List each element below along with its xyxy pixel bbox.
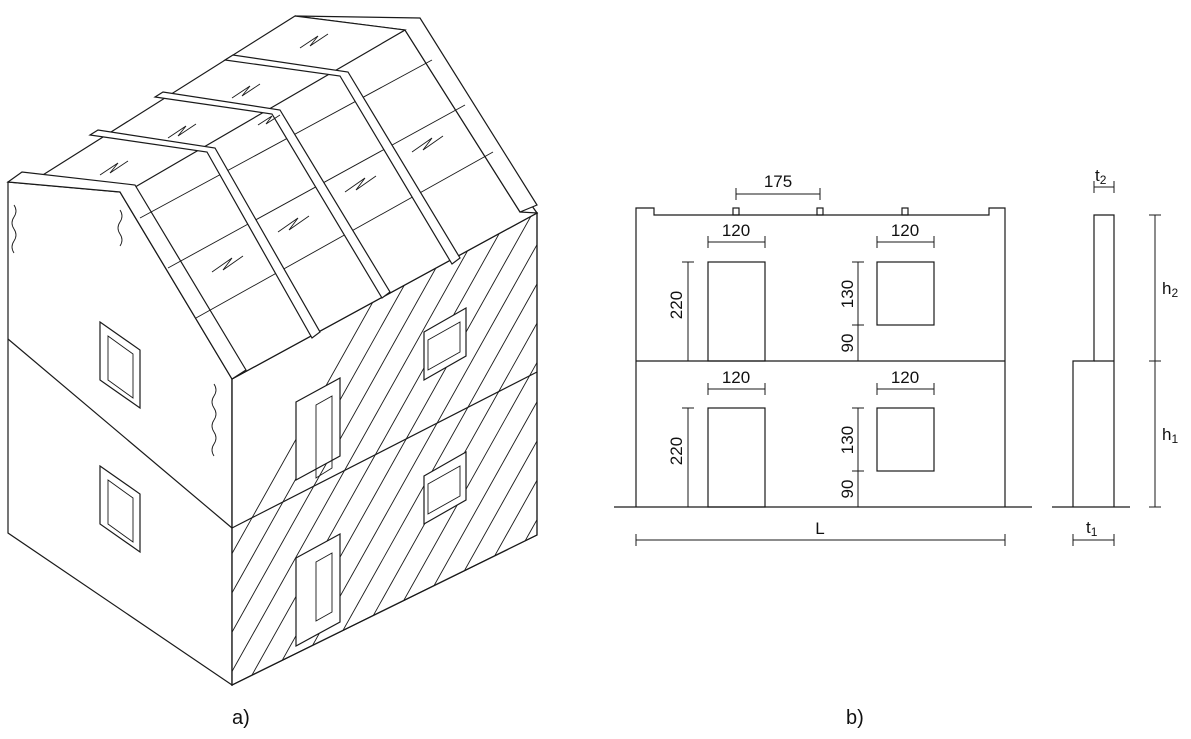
- svg-text:220: 220: [667, 291, 686, 319]
- isometric-house: [6, 15, 958, 700]
- svg-text:120: 120: [891, 368, 919, 387]
- svg-text:120: 120: [722, 221, 750, 240]
- hatch-line: [501, 213, 537, 685]
- gable-window-upper: [99, 320, 141, 410]
- gable-broken-edge: [11, 204, 217, 457]
- svg-text:120: 120: [891, 221, 919, 240]
- long-wall-openings: [295, 306, 467, 648]
- window-upper: [876, 261, 935, 326]
- door-upper: [707, 261, 766, 362]
- gable-window-lower: [99, 464, 141, 554]
- dim-beam-spacing: 175: [735, 172, 821, 200]
- label-t2: t2: [1095, 166, 1107, 187]
- dim-door-heights: 220 220: [667, 261, 694, 508]
- svg-text:220: 220: [667, 437, 686, 465]
- roof-rafters: [88, 54, 461, 339]
- caption-a: a): [232, 707, 250, 729]
- label-h2: h2: [1162, 279, 1178, 300]
- hatch-line: [232, 213, 497, 685]
- dim-length: L: [635, 519, 1006, 546]
- caption-b: b): [846, 707, 864, 729]
- roof-texture-marks: [99, 33, 444, 273]
- svg-text:130: 130: [838, 426, 857, 454]
- hatch-line: [237, 213, 519, 685]
- svg-text:120: 120: [722, 368, 750, 387]
- hatch-line: [678, 200, 958, 700]
- hatch-line: [546, 200, 826, 700]
- hatch-line: [303, 213, 537, 685]
- label-t1: t1: [1086, 518, 1098, 539]
- hatch-line: [656, 200, 936, 700]
- dim-window-heights: 130 90 130 90: [838, 261, 864, 508]
- dim-widths: 120 120 120 120: [707, 221, 935, 395]
- svg-text:90: 90: [838, 334, 857, 353]
- hatch-line: [523, 213, 537, 685]
- svg-text:130: 130: [838, 280, 857, 308]
- svg-text:175: 175: [764, 172, 792, 191]
- elevation-drawing: 175 120 120 120 120 220 220 130 90: [614, 172, 1032, 546]
- svg-text:L: L: [815, 519, 824, 538]
- wall-section: h2 h1 t2 t1: [1052, 166, 1178, 546]
- window-lower: [876, 407, 935, 472]
- svg-text:90: 90: [838, 480, 857, 499]
- label-h1: h1: [1162, 425, 1178, 446]
- hatch-line: [590, 200, 870, 700]
- door-lower: [707, 407, 766, 508]
